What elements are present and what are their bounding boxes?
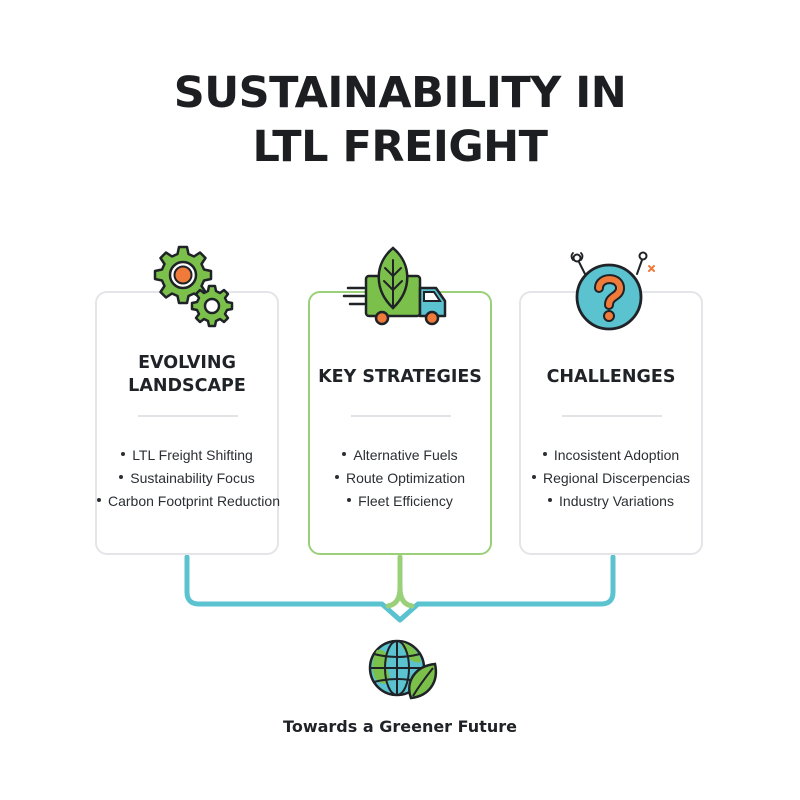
card-heading: KEY STRATEGIES [310, 366, 490, 389]
delivery-truck-leaf-icon [342, 246, 447, 326]
footer-label: Towards a Greener Future [283, 717, 517, 736]
list-item: LTL Freight Shifting [97, 444, 277, 467]
globe-leaf-icon [368, 639, 438, 700]
card-list: LTL Freight Shifting Sustainability Focu… [97, 444, 280, 513]
card-heading-line: EVOLVING [138, 353, 236, 373]
card-heading-line: KEY STRATEGIES [318, 367, 482, 387]
divider [562, 415, 662, 417]
card-heading-line: LANDSCAPE [128, 376, 246, 396]
list-item: Route Optimization [310, 467, 490, 490]
page-title: SUSTAINABILITY IN LTL FREIGHT [0, 66, 800, 174]
card-heading-line: CHALLENGES [546, 367, 676, 387]
title-line-2: LTL FREIGHT [252, 122, 548, 172]
connector-left [184, 554, 403, 623]
card-list: Incosistent Adoption Regional Discerpenc… [521, 444, 701, 513]
card-evolving-landscape: EVOLVING LANDSCAPE LTL Freight Shifting … [95, 291, 280, 555]
list-item: Carbon Footprint Reduction [97, 490, 280, 513]
card-key-strategies: KEY STRATEGIES Alternative Fuels Route O… [308, 291, 492, 555]
list-item: Alternative Fuels [310, 444, 490, 467]
gears-icon [153, 245, 234, 328]
list-item: Incosistent Adoption [521, 444, 701, 467]
card-heading: CHALLENGES [521, 366, 701, 389]
list-item: Regional Discerpencias [521, 467, 701, 490]
connector-center [385, 554, 403, 609]
card-list: Alternative Fuels Route Optimization Fle… [310, 444, 490, 513]
list-item: Industry Variations [521, 490, 701, 513]
list-item: Fleet Efficiency [310, 490, 490, 513]
card-heading: EVOLVING LANDSCAPE [97, 352, 277, 398]
card-challenges: CHALLENGES Incosistent Adoption Regional… [519, 291, 703, 555]
question-circle-icon [570, 251, 655, 331]
connector-right [397, 554, 616, 623]
title-line-1: SUSTAINABILITY IN [173, 68, 627, 118]
divider [351, 415, 451, 417]
list-item: Sustainability Focus [97, 467, 277, 490]
divider [138, 415, 238, 417]
